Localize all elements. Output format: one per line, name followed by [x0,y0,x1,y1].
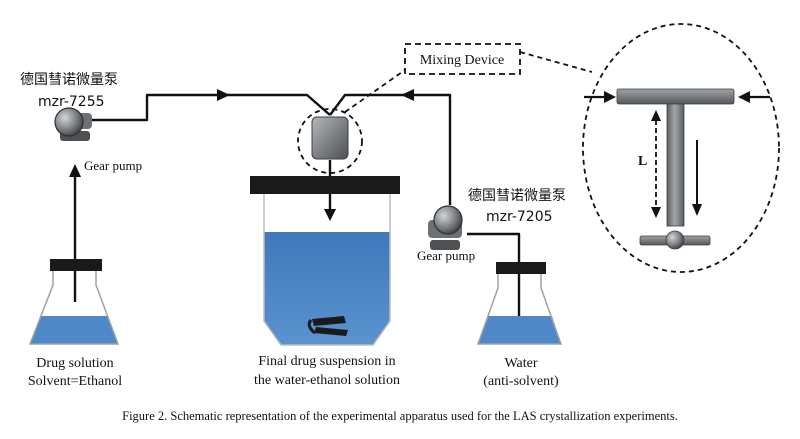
vessel-lid [250,176,400,194]
t-mixer-detail [616,88,735,250]
left-pump-brand-label: 德国彗诺微量泵 [20,72,118,88]
drug-solution-caption-line1: Drug solution [36,356,113,371]
right-feed-line [329,93,452,205]
callout-leader-right [519,51,593,73]
mixing-device-body [311,116,349,160]
mixing-device-callout [404,43,521,75]
pump-base [430,240,460,250]
up-arrow-icon [69,164,81,177]
callout-leader-left [344,69,406,113]
flask-liquid [478,316,561,344]
detail-view-ellipse [582,23,780,273]
right-gear-pump [428,205,463,250]
pump-head [54,107,84,137]
crystallization-vessel [250,176,400,346]
left-pump-label: Gear pump [84,158,142,173]
right-pump-brand-label: 德国彗诺微量泵 [468,188,566,204]
t-mixer-crossbar [616,88,735,105]
vessel-liquid [264,232,390,345]
pump-head [433,205,463,235]
length-label: L [638,154,647,169]
flask-stopper [496,262,546,274]
water-caption-line2: (anti-solvent) [483,374,559,389]
vessel-wall [263,194,391,346]
stirrer-bar [307,316,348,336]
drug-solution-caption-line2: Solvent=Ethanol [28,374,122,389]
t-mixer-valve-ball [665,230,685,250]
down-arrow-icon [651,207,661,218]
vessel-caption-line2: the water-ethanol solution [254,373,400,388]
left-feed-line [92,93,331,122]
right-intake-line [467,232,521,332]
water-flask [476,262,563,345]
figure-caption: Figure 2. Schematic representation of th… [122,409,678,423]
flask-liquid [30,316,118,344]
left-pump-model-label: mzr-7255 [38,94,105,110]
flask-glass [28,271,120,345]
flow-arrows [69,89,414,221]
left-arrow-icon [738,91,750,103]
right-pump-model-label: mzr-7205 [486,209,553,225]
down-arrow-icon [324,209,336,221]
flask-stopper [50,259,102,271]
right-arrow-icon [217,89,230,101]
left-gear-pump [54,107,92,141]
drug-solution-flask [28,259,120,345]
vessel-caption-line1: Final drug suspension in [258,354,395,369]
down-arrow-icon [692,204,702,216]
mixing-zone-circle [297,108,363,174]
up-arrow-icon [651,110,661,121]
flask-glass [476,274,563,345]
right-arrow-icon [604,91,616,103]
right-pump-label: Gear pump [417,248,475,263]
mixing-device-label: Mixing Device [420,53,504,68]
water-caption-line1: Water [504,356,537,371]
left-arrow-icon [401,89,414,101]
t-mixer-stem [666,103,685,227]
